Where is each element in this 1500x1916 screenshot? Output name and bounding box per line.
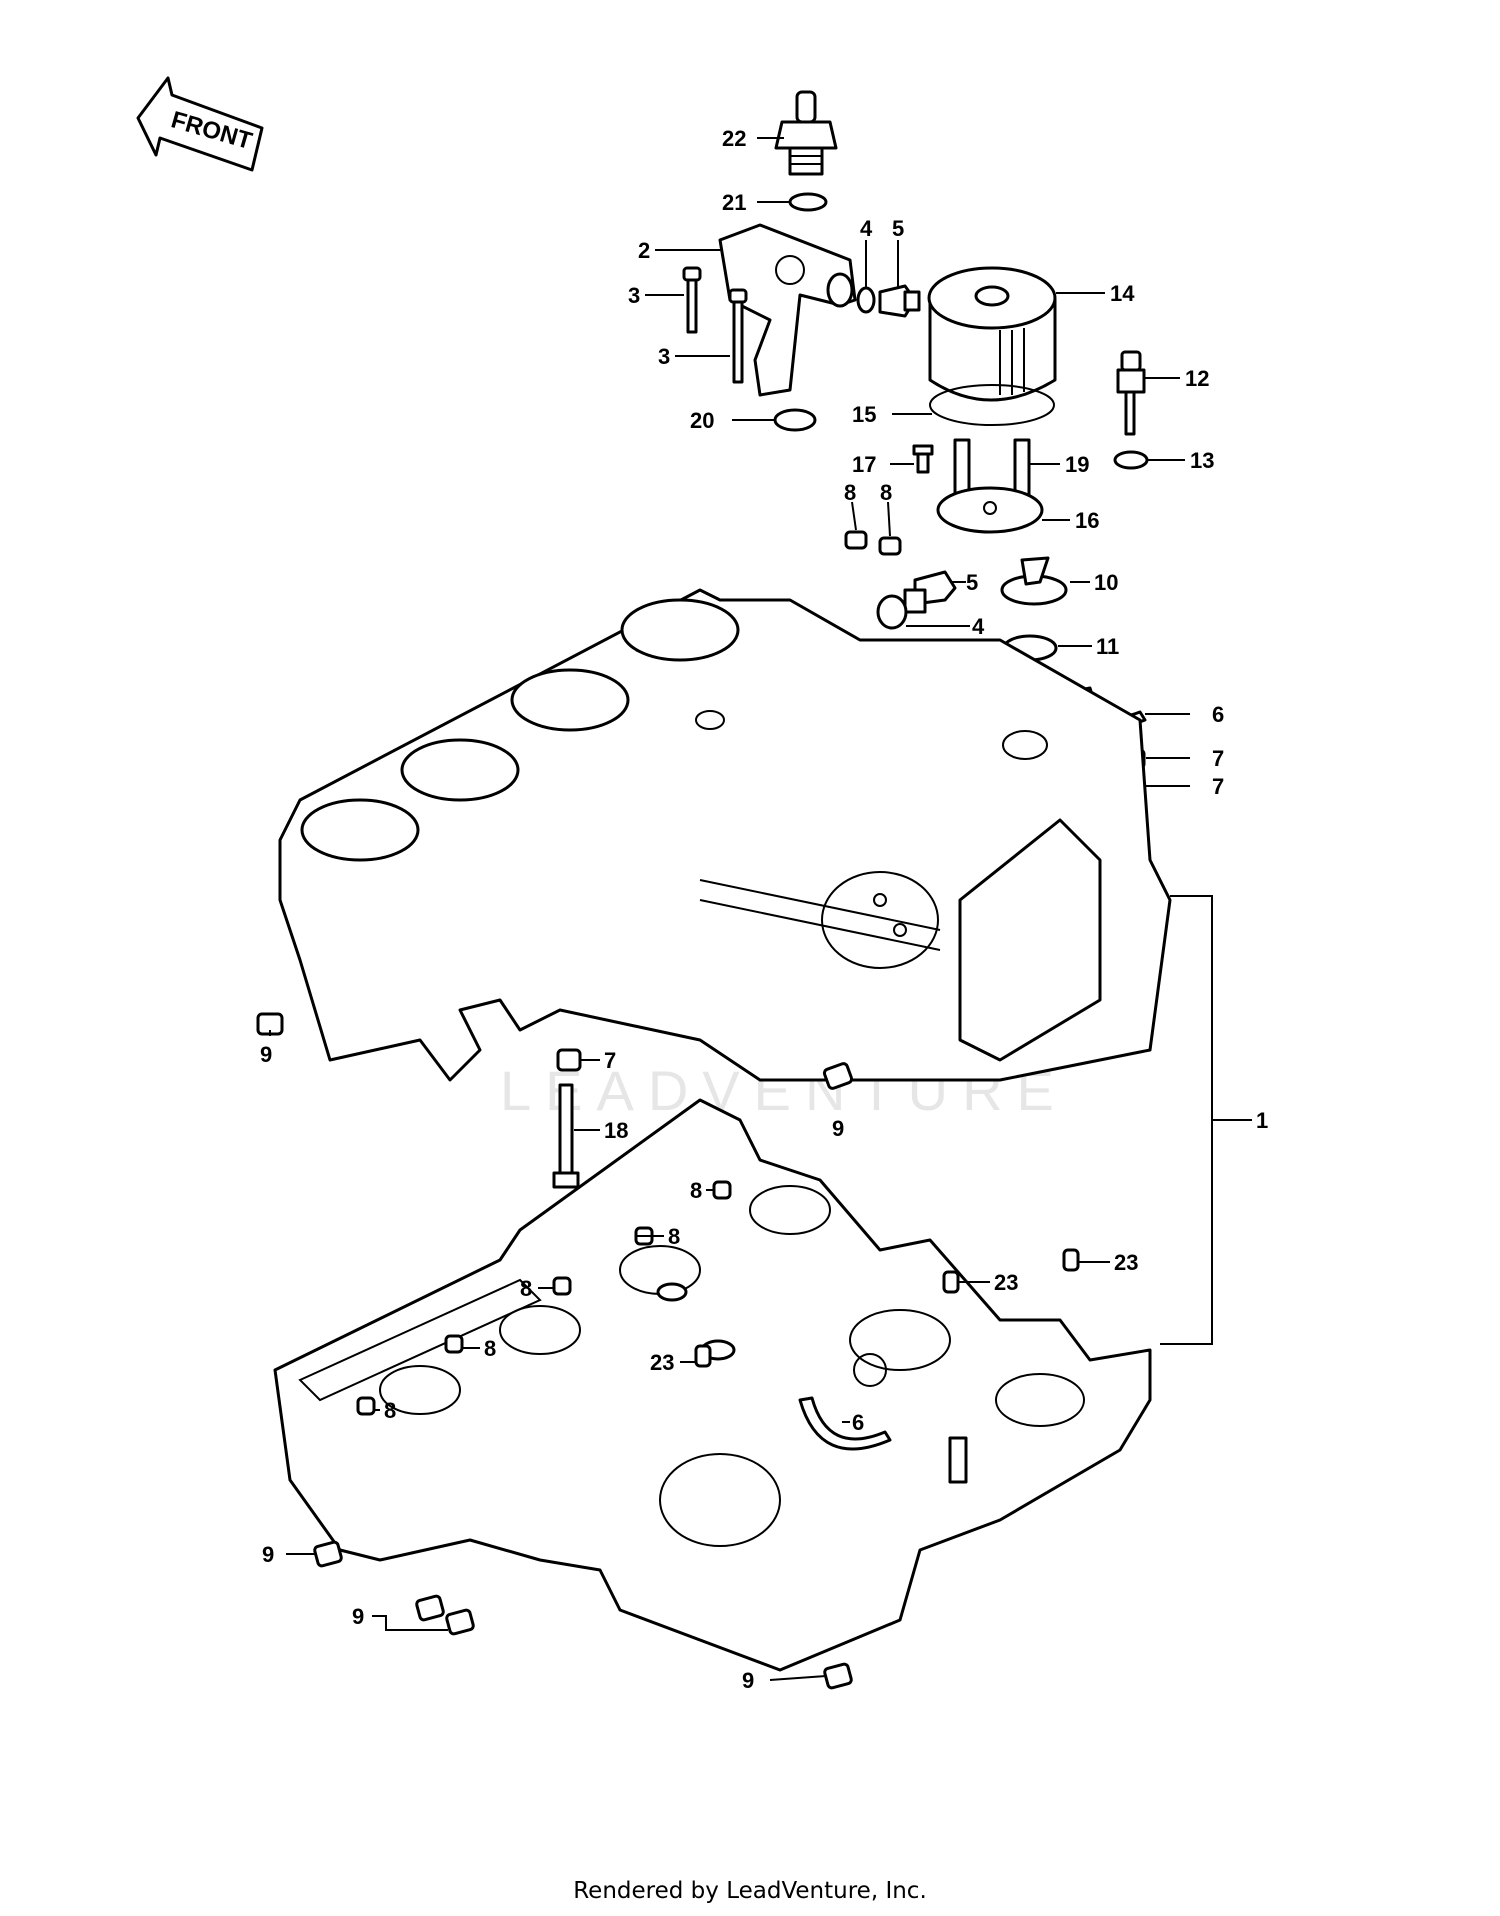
callout-1: 1 (1256, 1108, 1268, 1133)
bolt-18 (552, 1083, 580, 1189)
callout-3a: 3 (628, 283, 640, 308)
callout-9d: 9 (352, 1604, 364, 1629)
leader-lines (269, 137, 1252, 1681)
callout-22: 22 (722, 126, 746, 151)
washer-4-upper (856, 286, 876, 314)
callout-20: 20 (690, 408, 714, 433)
washer-4-lower (876, 594, 908, 630)
bolt-3b (728, 288, 748, 384)
filter-cover (936, 438, 1044, 534)
callout-8f: 8 (484, 1336, 496, 1361)
dowel-7c (556, 1048, 582, 1072)
callout-8b: 8 (880, 480, 892, 505)
callout-8e: 8 (520, 1276, 532, 1301)
front-arrow-icon: FRONT (136, 76, 264, 172)
callout-12: 12 (1185, 366, 1209, 391)
o-ring-21 (788, 192, 828, 212)
callout-8g: 8 (384, 1398, 396, 1423)
bolt-17 (912, 444, 934, 474)
dowel-8g (356, 1396, 376, 1416)
callout-9b: 9 (832, 1116, 844, 1141)
callout-11: 11 (1096, 634, 1119, 659)
callout-15: 15 (852, 402, 876, 427)
callout-9e: 9 (742, 1668, 754, 1693)
callout-2: 2 (638, 238, 650, 263)
upper-crankcase (278, 588, 1172, 1082)
dowel-9d (415, 1594, 445, 1622)
callout-10: 10 (1094, 570, 1118, 595)
callout-5a: 5 (892, 216, 904, 241)
filter-gasket (929, 384, 1055, 426)
callout-5b: 5 (966, 570, 978, 595)
callout-21: 21 (722, 190, 746, 215)
dowel-8f (444, 1334, 464, 1354)
callout-labels: 22 21 2 3 3 4 5 14 12 20 15 13 17 19 8 8… (260, 126, 1268, 1693)
oil-filter (927, 266, 1057, 402)
callout-7c: 7 (604, 1048, 616, 1073)
dowel-8e (552, 1276, 572, 1296)
callout-19: 19 (1065, 452, 1089, 477)
callout-16: 16 (1075, 508, 1099, 533)
oil-filter-bracket (718, 223, 857, 397)
callout-4b: 4 (972, 614, 985, 639)
dowel-9c (313, 1540, 343, 1568)
callout-3b: 3 (658, 344, 670, 369)
callout-8a: 8 (844, 480, 856, 505)
dowel-9b (822, 1062, 854, 1090)
dowel-8c (712, 1180, 732, 1200)
dowel-9e (445, 1608, 475, 1636)
oil-filler-cap (1000, 556, 1068, 606)
callout-9a: 9 (260, 1042, 272, 1067)
dowel-23c (694, 1344, 712, 1368)
bolt-3a (682, 266, 702, 334)
callout-18: 18 (604, 1118, 628, 1143)
oil-switch-12 (1116, 350, 1146, 436)
callout-17: 17 (852, 452, 876, 477)
callout-23c: 23 (650, 1350, 674, 1375)
callout-13: 13 (1190, 448, 1214, 473)
o-ring-20 (773, 408, 817, 432)
ring-13 (1113, 450, 1149, 470)
dowel-9f (823, 1662, 853, 1690)
callout-9c: 9 (262, 1542, 274, 1567)
callout-23b: 23 (1114, 1250, 1138, 1275)
dowel-23b (1062, 1248, 1080, 1272)
callout-7a: 7 (1212, 746, 1224, 771)
callout-6a: 6 (1212, 702, 1224, 727)
dowel-23a (942, 1270, 960, 1294)
dowel-pin-8a (844, 530, 868, 550)
lower-crankcase (273, 1098, 1152, 1672)
callout-23a: 23 (994, 1270, 1018, 1295)
footer-credit: Rendered by LeadVenture, Inc. (573, 1878, 927, 1904)
callout-6b: 6 (852, 1410, 864, 1435)
oil-pressure-switch (774, 90, 838, 176)
callout-4a: 4 (860, 216, 873, 241)
plug-5-lower (903, 570, 957, 614)
callout-14: 14 (1110, 281, 1135, 306)
dowel-pin-8b (878, 536, 902, 556)
callout-8d: 8 (668, 1224, 680, 1249)
callout-7b: 7 (1212, 774, 1224, 799)
bearing-6-lower (798, 1396, 892, 1451)
callout-8c: 8 (690, 1178, 702, 1203)
union-bolt-5-upper (878, 284, 921, 318)
